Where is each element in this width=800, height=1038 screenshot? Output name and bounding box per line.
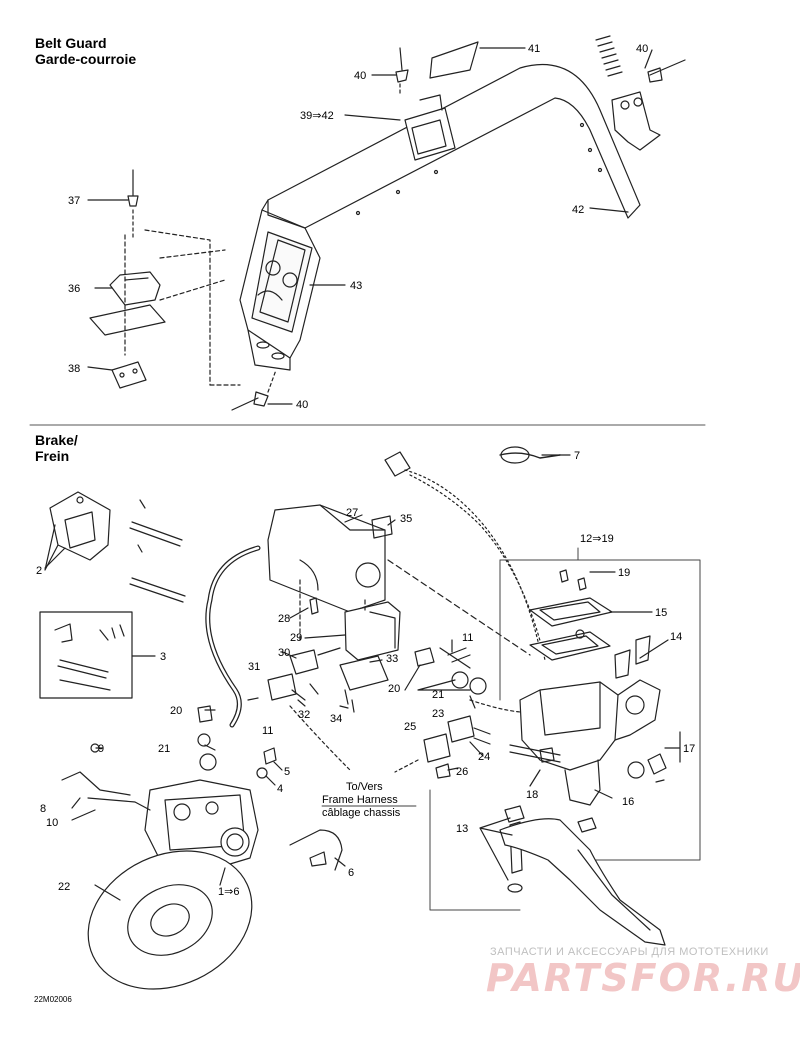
callout-labels: 41 40 40 39⇒42 37 42 36 43 38 40 7 27 35…: [36, 43, 695, 898]
brake-title-en: Brake/: [35, 432, 78, 448]
brake-title-fr: Frein: [35, 448, 70, 464]
callout-35: 35: [400, 513, 412, 525]
callout-40-bottom: 40: [296, 399, 308, 411]
brake-title: Brake/ Frein: [35, 432, 78, 464]
callout-30: 30: [278, 647, 290, 659]
callout-32: 32: [298, 709, 310, 721]
callout-12-19: 12⇒19: [580, 533, 614, 545]
callout-40-top: 40: [354, 70, 366, 82]
callout-29: 29: [290, 632, 302, 644]
callout-11-left: 11: [262, 725, 273, 737]
callout-22: 22: [58, 881, 70, 893]
callout-2: 2: [36, 565, 42, 577]
callout-40-right: 40: [636, 43, 648, 55]
document-id: 22M02006: [34, 995, 72, 1004]
belt-guard-title: Belt Guard Garde-courroie: [35, 35, 136, 67]
callout-9: 9: [98, 743, 104, 755]
callout-17: 17: [683, 743, 695, 755]
callout-6: 6: [348, 867, 354, 879]
callout-18: 18: [526, 789, 538, 801]
callout-41: 41: [528, 43, 540, 55]
callout-42: 42: [572, 204, 584, 216]
brake-assembly: [39, 446, 701, 990]
callout-10: 10: [46, 817, 58, 829]
callout-25: 25: [404, 721, 416, 733]
note-to-vers: To/Vers: [346, 781, 383, 793]
callout-19: 19: [618, 567, 630, 579]
callout-39-42: 39⇒42: [300, 110, 334, 122]
callout-26: 26: [456, 766, 468, 778]
callout-34: 34: [330, 713, 342, 725]
callout-21-left: 21: [158, 743, 170, 755]
callout-23: 23: [432, 708, 444, 720]
callout-11-right: 11: [462, 632, 473, 644]
callout-27: 27: [346, 507, 358, 519]
callout-20-right: 20: [388, 683, 400, 695]
belt-guard-title-fr: Garde-courroie: [35, 51, 137, 67]
callout-43: 43: [350, 280, 362, 292]
callout-21-right: 21: [432, 689, 444, 701]
callout-37: 37: [68, 195, 80, 207]
callout-4: 4: [277, 783, 283, 795]
callout-20-left: 20: [170, 705, 182, 717]
watermark-logo: PARTSFOR.RU: [486, 956, 800, 1000]
watermark-tagline: ЗАПЧАСТИ И АКСЕССУАРЫ ДЛЯ МОТОТЕХНИКИ: [490, 946, 769, 958]
note-frame-harness: Frame Harness: [322, 794, 398, 806]
callout-24-right: 24: [478, 751, 490, 763]
callout-1-6: 1⇒6: [218, 886, 239, 898]
callout-36: 36: [68, 283, 80, 295]
callout-13: 13: [456, 823, 468, 835]
callout-14: 14: [670, 631, 682, 643]
callout-15: 15: [655, 607, 667, 619]
callout-31: 31: [248, 661, 260, 673]
callout-8: 8: [40, 803, 46, 815]
belt-guard-title-en: Belt Guard: [35, 35, 107, 51]
belt-guard-assembly: [87, 35, 686, 411]
note-cablage: câblage chassis: [322, 807, 401, 819]
callout-38: 38: [68, 363, 80, 375]
callout-3: 3: [160, 651, 166, 663]
callout-28: 28: [278, 613, 290, 625]
callout-16: 16: [622, 796, 634, 808]
callout-7: 7: [574, 450, 580, 462]
callout-33: 33: [386, 653, 398, 665]
callout-5: 5: [284, 766, 290, 778]
